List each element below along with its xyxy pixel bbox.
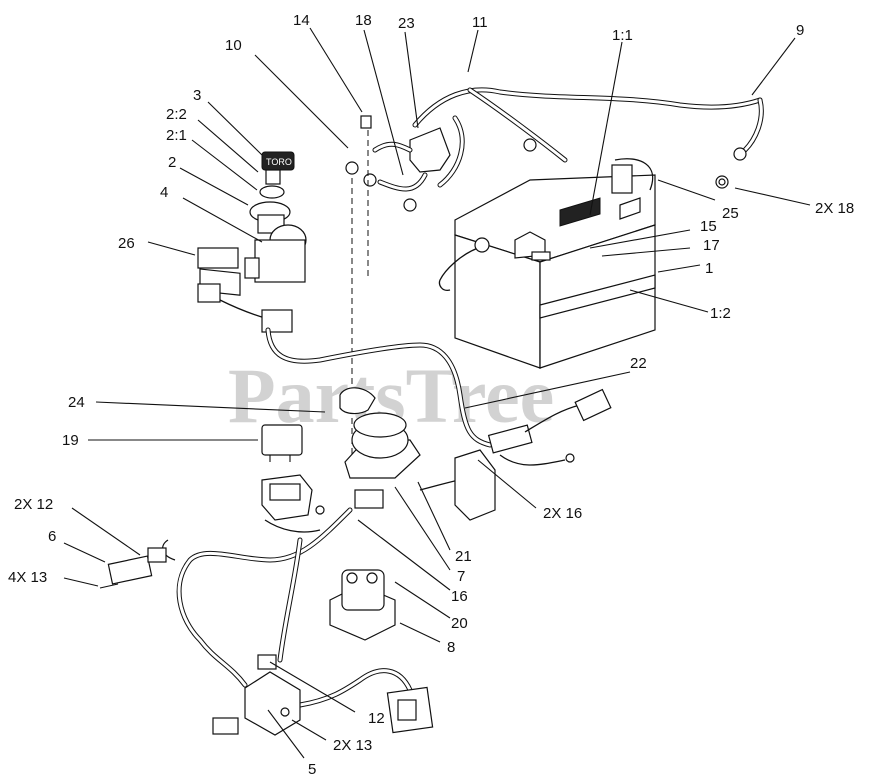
callout-2-2: 2:2 xyxy=(166,106,187,123)
callout-3: 3 xyxy=(193,87,201,104)
callout-17: 17 xyxy=(703,237,720,254)
callout-2x16: 2X 16 xyxy=(543,505,582,522)
callout-11: 11 xyxy=(472,14,488,31)
terminal-boot xyxy=(339,387,376,415)
leader-lines xyxy=(63,27,811,759)
callout-25: 25 xyxy=(722,205,739,222)
callout-labels: 1:1 9 11 23 18 14 10 3 2:2 2:1 2 4 26 25… xyxy=(8,12,854,778)
callout-16: 16 xyxy=(451,588,468,605)
callout-22: 22 xyxy=(630,355,647,372)
relay xyxy=(261,424,303,456)
relay-socket xyxy=(261,474,325,521)
callout-6: 6 xyxy=(48,528,56,545)
seat-switch xyxy=(212,654,301,736)
battery-cables xyxy=(412,87,764,291)
callout-2x13: 2X 13 xyxy=(333,737,372,754)
wire-harness xyxy=(162,327,493,708)
bottom-connector xyxy=(386,686,434,734)
callout-4: 4 xyxy=(160,184,168,201)
callout-1-2: 1:2 xyxy=(710,305,731,322)
callout-14: 14 xyxy=(293,12,310,29)
callout-2-1: 2:1 xyxy=(166,127,187,144)
callout-20: 20 xyxy=(451,615,468,632)
callout-1-1: 1:1 xyxy=(612,27,633,44)
callout-1: 1 xyxy=(705,260,713,277)
callout-2x12: 2X 12 xyxy=(14,496,53,513)
callout-9: 9 xyxy=(796,22,804,39)
callout-23: 23 xyxy=(398,15,415,32)
safety-switch xyxy=(99,547,167,589)
callout-2: 2 xyxy=(168,154,176,171)
callout-21: 21 xyxy=(455,548,472,565)
callout-4x13: 4X 13 xyxy=(8,569,47,586)
solenoid-cable-assembly xyxy=(345,115,451,212)
callout-7: 7 xyxy=(457,568,465,585)
fuse-holder xyxy=(454,388,612,521)
buzzer xyxy=(344,412,421,479)
callout-26: 26 xyxy=(118,235,135,252)
callout-19: 19 xyxy=(62,432,79,449)
key-switch: TORO xyxy=(197,151,307,333)
callout-18: 18 xyxy=(355,12,372,29)
fuse-block xyxy=(197,247,239,269)
battery xyxy=(454,174,656,369)
connector xyxy=(354,489,384,509)
callout-15: 15 xyxy=(700,218,717,235)
callout-2x18: 2X 18 xyxy=(815,200,854,217)
callout-12: 12 xyxy=(368,710,385,727)
key-brand: TORO xyxy=(266,157,292,167)
callout-10: 10 xyxy=(225,37,242,54)
callout-5: 5 xyxy=(308,761,316,778)
callout-24: 24 xyxy=(68,394,85,411)
callout-8: 8 xyxy=(447,639,455,656)
starter-solenoid xyxy=(329,569,396,641)
